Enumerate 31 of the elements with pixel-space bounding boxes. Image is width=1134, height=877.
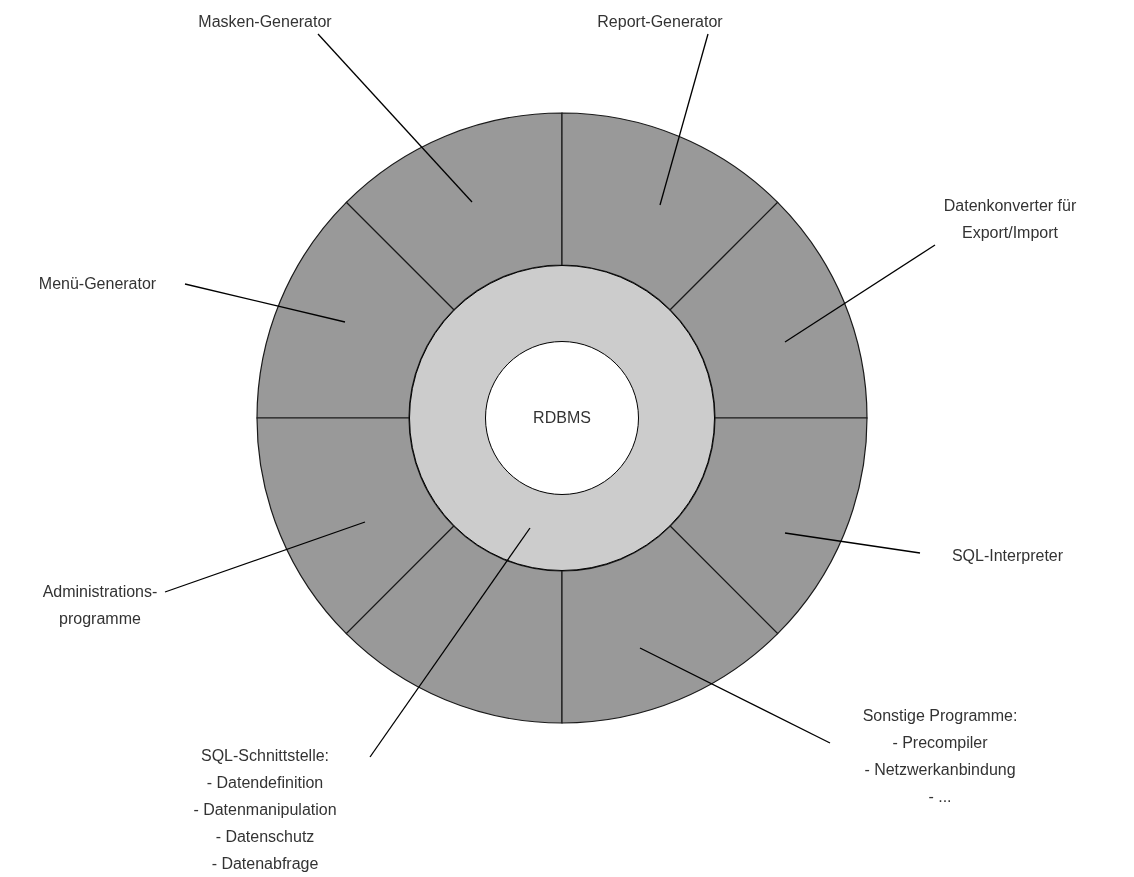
leader-line bbox=[784, 532, 921, 554]
callout-label: SQL-Interpreter bbox=[950, 546, 1065, 566]
leader-line bbox=[184, 283, 346, 323]
ring-sector bbox=[256, 417, 455, 635]
ring-sector bbox=[669, 201, 868, 419]
callout-label: Administrations- programme bbox=[41, 582, 159, 629]
list-item: - Datenschutz bbox=[214, 827, 316, 847]
callout-label: Masken-Generator bbox=[197, 12, 333, 32]
callout-label: Datenkonverter für Export/Import bbox=[942, 196, 1078, 243]
ring-sector bbox=[561, 112, 779, 311]
leader-line bbox=[317, 33, 473, 203]
callout-label: Menü-Generator bbox=[37, 274, 158, 294]
ring-sector bbox=[345, 525, 563, 724]
ring-sector bbox=[345, 112, 563, 311]
ring-sector bbox=[669, 417, 868, 635]
leader-line bbox=[659, 33, 709, 206]
list-item: - ... bbox=[927, 787, 953, 807]
list-item: - Precompiler bbox=[891, 733, 989, 753]
leader-line bbox=[164, 521, 366, 593]
callout-heading: Sonstige Programme: bbox=[861, 706, 1019, 726]
ring-sector bbox=[561, 525, 779, 724]
list-item: - Datenabfrage bbox=[210, 854, 320, 874]
list-item: - Datenmanipulation bbox=[192, 800, 338, 820]
list-item: - Netzwerkanbindung bbox=[863, 760, 1017, 780]
callout-heading: SQL-Schnittstelle: bbox=[199, 746, 331, 766]
list-item: - Datendefinition bbox=[205, 773, 325, 793]
leader-line bbox=[784, 244, 936, 343]
ring-sector bbox=[256, 201, 455, 419]
leader-line bbox=[639, 647, 831, 744]
leader-line bbox=[369, 527, 531, 758]
callout-label: Report-Generator bbox=[596, 12, 724, 32]
